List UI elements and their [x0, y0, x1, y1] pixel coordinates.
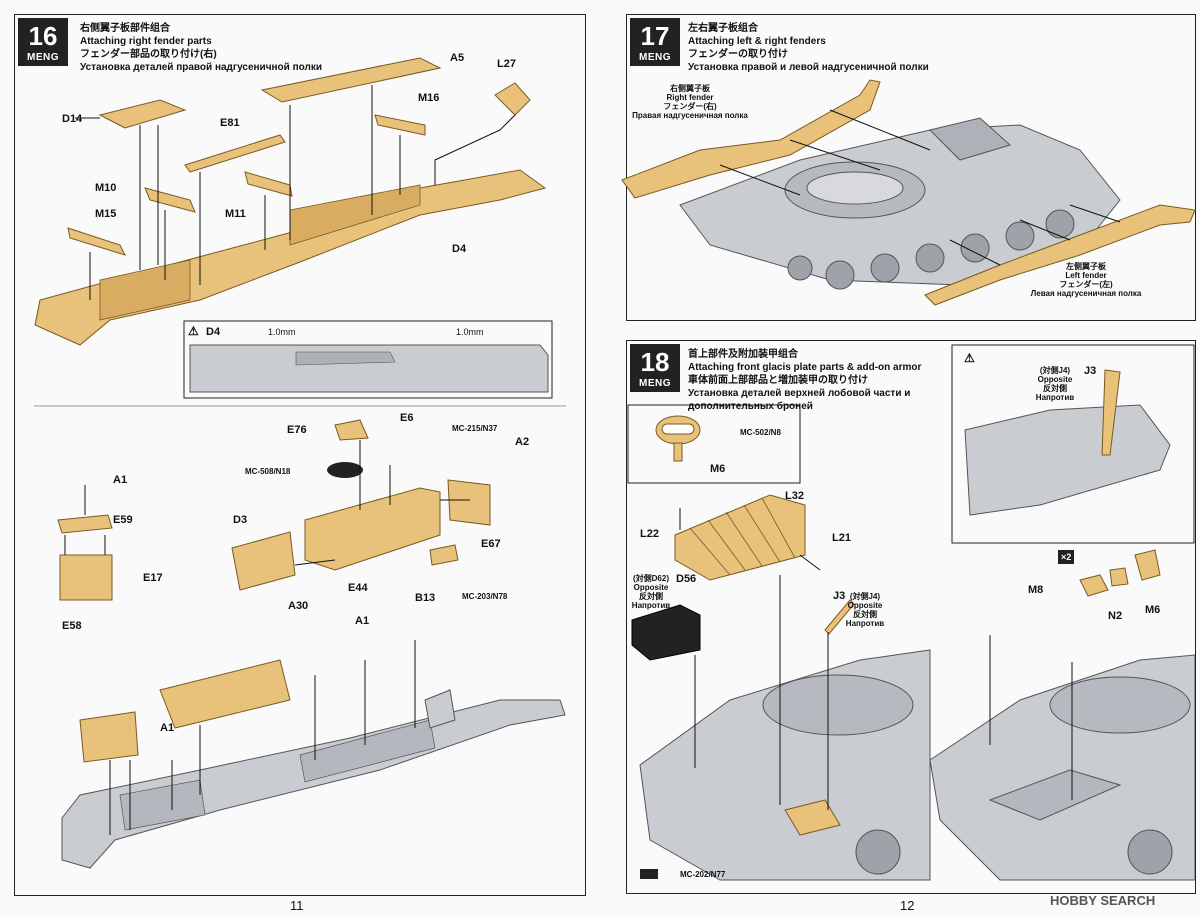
step18-title: 首上部件及附加装甲组合 Attaching front glacis plate… — [688, 349, 922, 412]
label-M6-inset: M6 — [710, 463, 726, 475]
label-J3-inset: J3 — [1084, 365, 1097, 377]
label-M16: M16 — [418, 92, 440, 104]
warning-icon-18: ⚠ — [964, 351, 975, 365]
right-fender-label: 右侧翼子板 Right fender フェンダー(右) Правая надгу… — [632, 84, 748, 120]
step18-number: 18 — [640, 347, 670, 377]
label-M15: M15 — [95, 208, 117, 220]
label-A1-mid: A1 — [355, 615, 370, 627]
label-A1-low: A1 — [160, 722, 175, 734]
label-D14: D14 — [62, 113, 83, 125]
label-E6: E6 — [400, 412, 414, 424]
detail-part-D4: D4 — [206, 326, 221, 338]
meng-logo-17: MENG — [639, 52, 671, 63]
label-M11: M11 — [225, 208, 246, 220]
label-L27: L27 — [497, 58, 516, 70]
label-A1-top: A1 — [113, 474, 128, 486]
page-number-right: 12 — [900, 898, 915, 913]
label-E44: E44 — [348, 582, 368, 594]
label-B13: B13 — [415, 592, 436, 604]
label-A30: A30 — [288, 600, 309, 612]
paint-MC-502: MC-502/N8 — [740, 428, 781, 437]
page-left: 16 MENG 右侧翼子板部件组合 Attaching right fender… — [14, 14, 586, 913]
label-A2: A2 — [515, 436, 530, 448]
label-D4: D4 — [452, 243, 467, 255]
paint-MC-203: MC-203/N78 — [462, 592, 508, 601]
label-A5: A5 — [450, 52, 465, 64]
label-x2: ×2 — [1058, 550, 1075, 564]
meng-logo-18: MENG — [639, 378, 671, 389]
label-D3: D3 — [233, 514, 248, 526]
label-E67: E67 — [481, 538, 501, 550]
step18-badge: 18 MENG — [630, 344, 680, 392]
step17-badge: 17 MENG — [630, 18, 680, 66]
paint-MC-215: MC-215/N37 — [452, 424, 498, 433]
opposite-D62: (対側D62) Opposite 反対側 Напротив — [631, 574, 671, 610]
label-E76: E76 — [287, 424, 307, 436]
step17-18-illustration — [621, 79, 1196, 881]
meng-logo: MENG — [27, 52, 59, 63]
label-M10: M10 — [95, 182, 117, 194]
step18-frame — [626, 340, 1196, 894]
opposite-J4: (対側J4) Opposite 反対側 Напротив — [845, 592, 885, 628]
detail-warning-icon: ⚠ — [188, 324, 199, 338]
label-J3: J3 — [833, 590, 846, 602]
opposite-J4-inset: (対側J4) Opposite 反対側 Напротив — [1035, 366, 1075, 402]
step17-number: 17 — [640, 21, 670, 51]
label-L21: L21 — [832, 532, 851, 544]
label-E17: E17 — [143, 572, 163, 584]
step17-frame — [626, 14, 1196, 321]
step16-badge: 16 MENG — [18, 18, 68, 66]
detail-thickness-right: 1.0mm — [456, 327, 484, 337]
left-fender-label: 左侧翼子板 Left fender フェンダー(左) Левая надгусе… — [1030, 262, 1142, 298]
page-number-left: 11 — [290, 898, 304, 913]
label-M8: M8 — [1028, 584, 1044, 596]
paint-MC-202: MC-202/N77 — [680, 870, 726, 879]
step16-title: 右侧翼子板部件组合 Attaching right fender parts フ… — [80, 23, 322, 73]
label-E81: E81 — [220, 117, 240, 129]
step17-title: 左右翼子板组合 Attaching left & right fenders フ… — [688, 23, 929, 73]
label-E58: E58 — [62, 620, 82, 632]
label-L22: L22 — [640, 528, 659, 540]
detail-thickness-left: 1.0mm — [268, 327, 296, 337]
label-E59: E59 — [113, 514, 133, 526]
label-L32: L32 — [785, 490, 804, 502]
paint-MC-508: MC-508/N18 — [245, 467, 291, 476]
page-right: 17 MENG 左右翼子板组合 Attaching left & right f… — [600, 0, 1200, 917]
step16-number: 16 — [28, 21, 58, 51]
label-D56: D56 — [676, 573, 697, 585]
label-M6: M6 — [1145, 604, 1161, 616]
step16-frame — [14, 14, 586, 896]
label-N2: N2 — [1108, 610, 1123, 622]
step16-illustration — [34, 57, 566, 869]
watermark: HOBBY SEARCH — [1050, 893, 1156, 908]
